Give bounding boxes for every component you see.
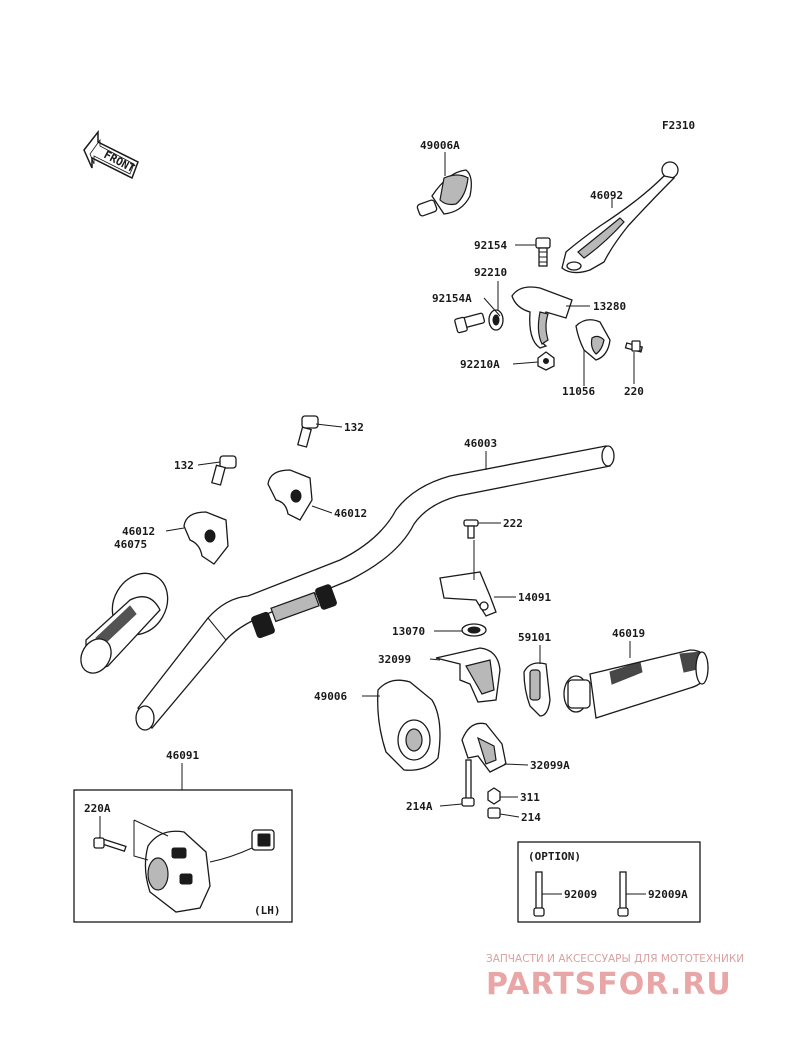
label-92210A: 92210A [460,358,500,371]
label-132-lower: 132 [174,459,194,472]
label-46092: 46092 [590,189,623,202]
label-46012-lower: 46012 [122,525,155,538]
label-222: 222 [503,517,523,530]
label-14091: 14091 [518,591,551,604]
part-32099-housing-upper [435,647,501,703]
part-214-screw [487,807,501,819]
label-13070: 13070 [392,625,425,638]
label-46075: 46075 [114,538,147,551]
label-92154: 92154 [474,239,507,252]
front-arrow-icon: FRONT [83,129,139,180]
label-49006A: 49006A [420,139,460,152]
watermark-caption: ЗАПЧАСТИ И АКСЕССУАРЫ ДЛЯ МОТОТЕХНИКИ [486,953,744,965]
label-92210: 92210 [474,266,507,279]
part-132-bolt-upper [297,415,319,448]
label-220A: 220A [84,802,111,815]
option-label: (OPTION) [528,850,581,863]
part-11056-clamp [575,319,611,361]
part-92154-bolt [535,237,551,267]
label-46091: 46091 [166,749,199,762]
part-92210A-nut [537,351,555,371]
label-92009A: 92009A [648,888,688,901]
part-49006-cover [377,679,441,771]
part-92154A-bolt [454,312,486,334]
label-59101: 59101 [518,631,551,644]
label-46003: 46003 [464,437,497,450]
part-13280-bracket [511,286,573,349]
part-46003-handlebar [135,445,615,731]
part-220-screw [624,340,644,353]
part-49006A-cover [416,169,472,217]
label-49006: 49006 [314,690,347,703]
part-214A-screw [461,759,475,807]
label-46019: 46019 [612,627,645,640]
part-46019-throttle-grip [563,649,709,719]
label-32099: 32099 [378,653,411,666]
part-labels: 49006A 46092 92154 92210 92154A 13280 92… [84,139,688,901]
option-box: (OPTION) [517,841,701,923]
label-32099A: 32099A [530,759,570,772]
part-46091-switch-box: (LH) [73,789,293,923]
leader-lines [99,152,646,895]
part-59101-pulley [523,662,551,717]
label-220: 220 [624,385,644,398]
lh-label: (LH) [254,904,281,917]
part-311-nut [487,787,501,805]
label-214A: 214A [406,800,433,813]
part-92210-washer [488,309,504,331]
label-214: 214 [521,811,541,824]
label-92009: 92009 [564,888,597,901]
label-13280: 13280 [593,300,626,313]
label-311: 311 [520,791,540,804]
label-92154A: 92154A [432,292,472,305]
part-222-screw [463,519,479,539]
part-132-bolt-lower [211,455,237,486]
label-11056: 11056 [562,385,595,398]
part-46092-lever [561,161,679,274]
part-46012-holder-upper [267,469,313,521]
part-46012-holder-lower [183,511,229,565]
part-13070-ring [461,623,487,637]
part-32099A-housing-lower [461,722,507,773]
part-14091-bracket [439,571,497,617]
label-132-upper: 132 [344,421,364,434]
watermark-brand: PARTSFOR.RU [486,967,732,1002]
part-46075-grip [80,572,169,674]
watermark: ЗАПЧАСТИ И АКСЕССУАРЫ ДЛЯ МОТОТЕХНИКИ PA… [486,953,744,1002]
figure-code: F2310 [662,119,695,132]
label-46012-upper: 46012 [334,507,367,520]
